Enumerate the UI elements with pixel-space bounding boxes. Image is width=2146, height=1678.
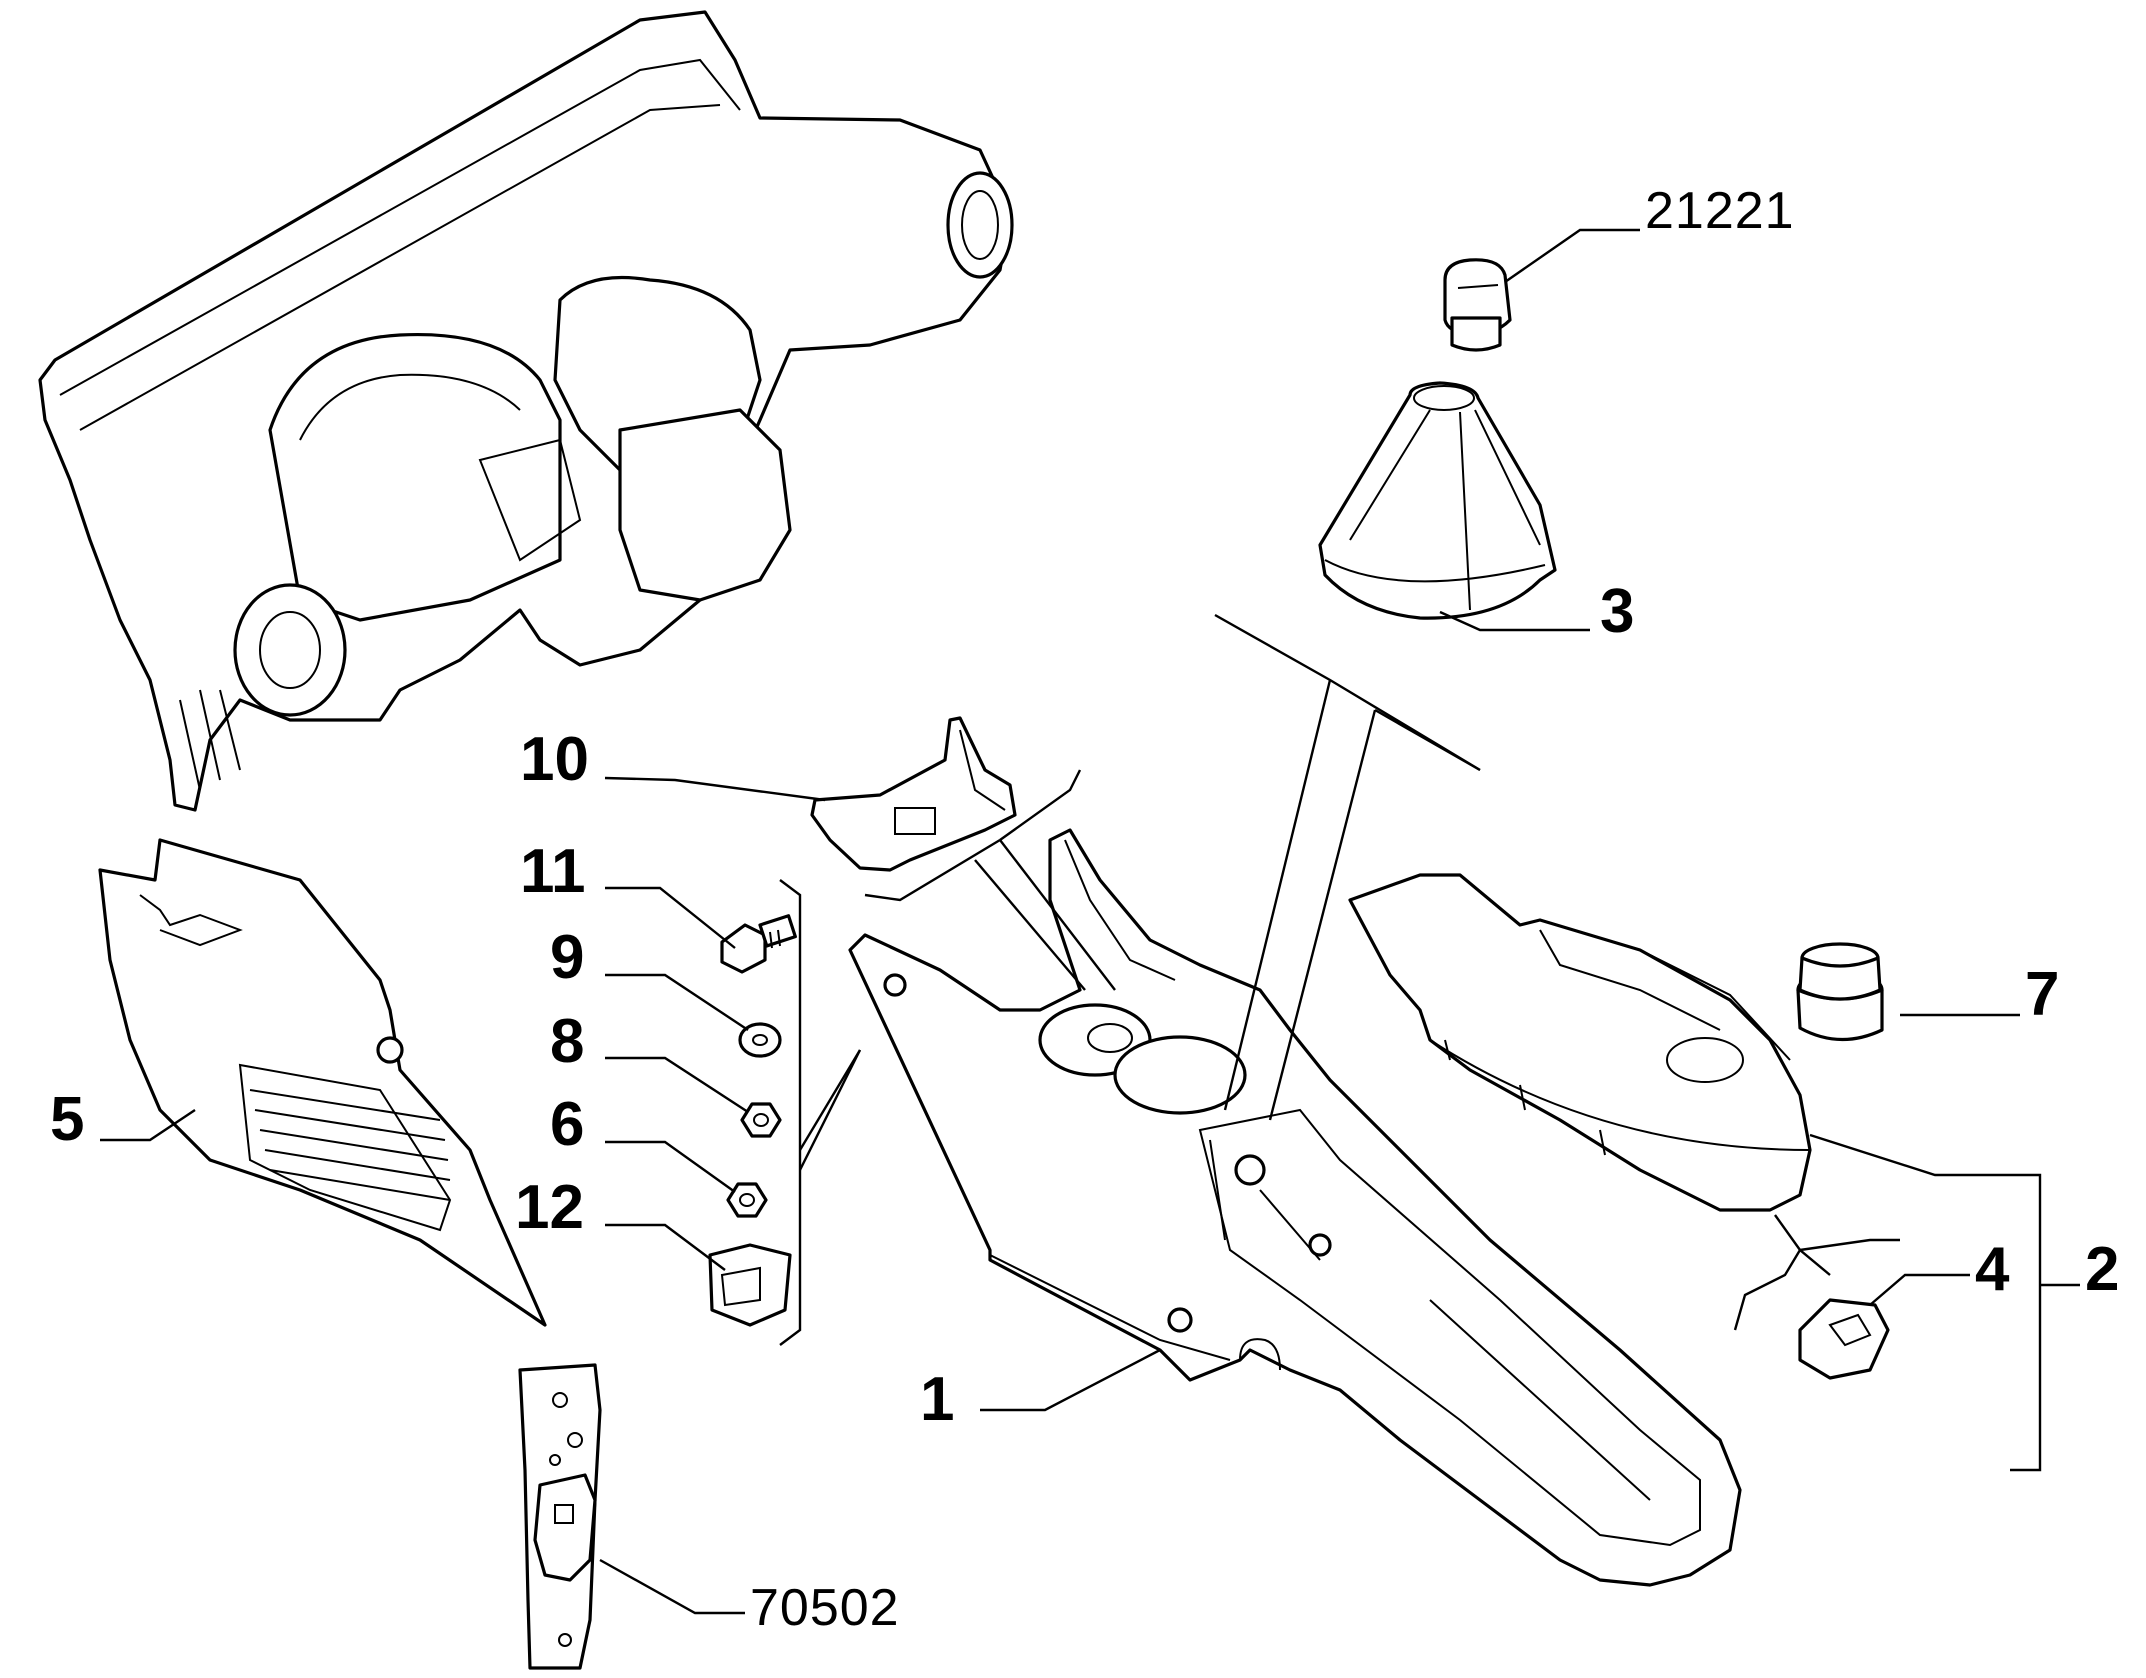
mounting-bracket (518, 1363, 602, 1670)
label-2: 2 (2085, 1235, 2119, 1304)
label-9: 9 (550, 923, 584, 992)
label-3: 3 (1600, 577, 1634, 646)
label-5: 5 (50, 1085, 84, 1154)
side-panel (98, 838, 547, 1327)
label-8: 8 (550, 1007, 584, 1076)
label-7: 7 (2025, 960, 2059, 1029)
dashboard-panel (38, 10, 1014, 812)
clip-4 (1798, 1298, 1890, 1380)
label-10: 10 (520, 725, 589, 794)
bolt (720, 914, 797, 974)
label-1: 1 (920, 1365, 954, 1434)
label-70502: 70502 (750, 1579, 900, 1637)
gear-boot (1318, 381, 1557, 620)
hardware-bracket (779, 879, 802, 1346)
armrest-tunnel (1348, 873, 1812, 1212)
cap (1796, 942, 1884, 1042)
center-console (848, 828, 1742, 1587)
nut-8 (740, 1102, 782, 1138)
clip-12 (708, 1243, 792, 1327)
label-11: 11 (520, 837, 586, 906)
trim-bezel (810, 716, 1017, 872)
label-4: 4 (1975, 1235, 2010, 1304)
label-21221: 21221 (1645, 182, 1795, 240)
washer (738, 1022, 782, 1058)
nut-6 (726, 1182, 768, 1218)
label-12: 12 (515, 1173, 584, 1242)
label-6: 6 (550, 1090, 584, 1159)
gear-knob (1443, 258, 1512, 352)
